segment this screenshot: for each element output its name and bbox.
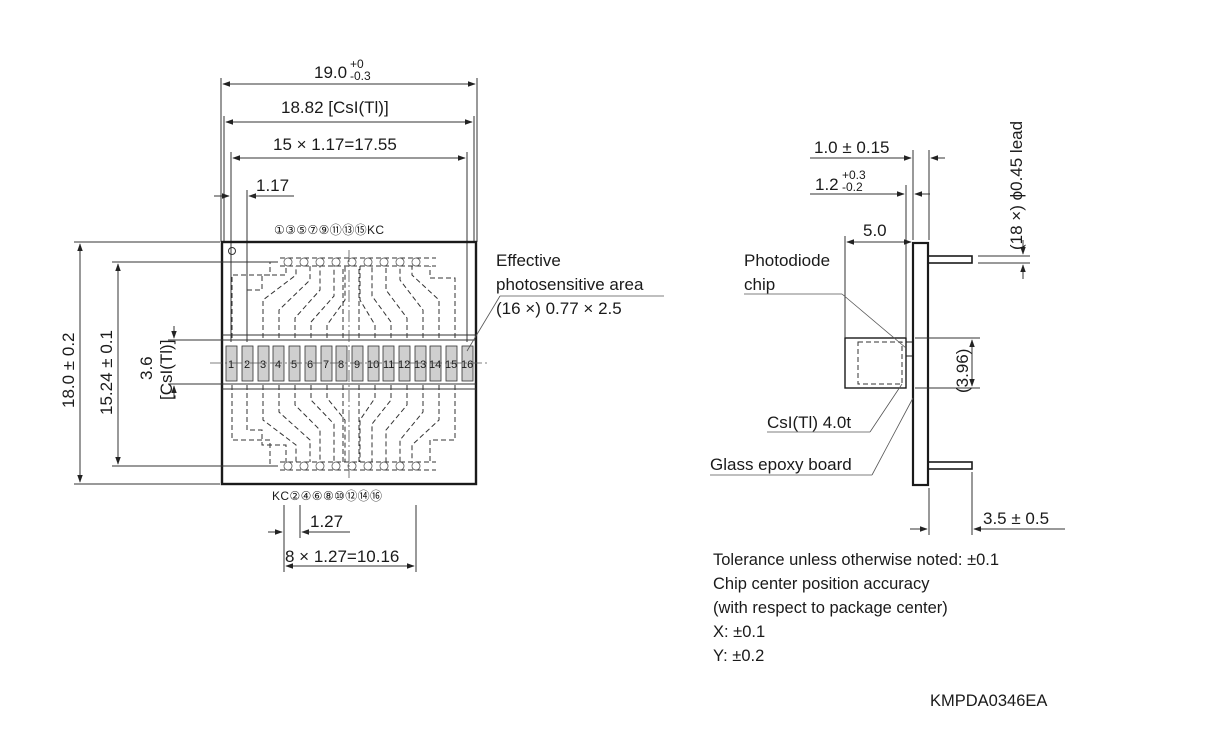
dim-lead-span: 15.24 ± 0.1 [97,261,278,467]
element-number: 14 [429,359,441,371]
element-number: 2 [244,359,250,371]
label-chip-line1: Photodiode [744,251,830,270]
note-line-1: Tolerance unless otherwise noted: ±0.1 [713,551,999,569]
dim-chip-tol-plus: +0.3 [842,168,866,182]
element-number: 5 [291,359,297,371]
dim-total-width-tol-minus: -0.3 [350,69,371,83]
element-number: 1 [228,359,234,371]
photodiode-chip [905,341,914,357]
top-pin-labels: ①③⑤⑦⑨⑪⑬⑮KC [274,223,384,237]
element-number: 9 [354,359,360,371]
dim-pitch: 1.17 [214,176,294,342]
photosensitive-elements [225,345,474,382]
effective-area-callout: Effective photosensitive area (16 ×) 0.7… [466,251,664,352]
label-board: Glass epoxy board [710,455,852,474]
dim-total-width-value: 19.0 [314,63,347,82]
tolerance-notes: Tolerance unless otherwise noted: ±0.1 C… [713,551,999,665]
note-line-5: Y: ±0.2 [713,647,764,665]
element-number: 16 [461,359,473,371]
dim-chip-tol-minus: -0.2 [842,180,863,194]
csi-hidden-edge [857,341,903,385]
element-number: 8 [338,359,344,371]
dim-lead-pitch-total-value: 8 × 1.27=10.16 [285,547,399,566]
glass-epoxy-board [911,241,930,487]
dim-csi-height: 3.6 [CsI(Tl)] [137,326,222,400]
dim-lead-length: 3.5 ± 0.5 [910,472,1065,535]
dim-chip-height-value: (3.96) [953,349,972,393]
csi-block [844,337,907,389]
element-numbers: 1 2 3 4 5 6 7 8 9 10 11 12 13 14 15 16 [228,359,473,371]
lead-bottom [927,461,973,470]
dim-chip: 1.2 +0.3 -0.2 [810,168,930,338]
dim-lead-pitch-total: 8 × 1.27=10.16 [285,505,417,572]
wiring-traces [231,262,456,466]
dim-height: 18.0 ± 0.2 [59,241,220,485]
element-number: 4 [275,359,281,371]
drawing-code: KMPDA0346EA [930,692,1047,710]
note-line-3: (with respect to package center) [713,599,948,617]
dim-csi-height-label: [CsI(Tl)] [157,340,176,400]
lead-top [927,255,973,264]
dim-pitch-value: 1.17 [256,176,289,195]
note-line-4: X: ±0.1 [713,623,765,641]
photodiode-chip-callout: Photodiode chip [744,251,907,349]
dim-csi-height-value: 3.6 [137,356,156,380]
element-number: 15 [445,359,457,371]
dim-board-value: 1.0 ± 0.15 [814,138,890,157]
dim-csi-width: 18.82 [CsI(Tl)] [223,98,475,242]
dim-lead-length-value: 3.5 ± 0.5 [983,509,1049,528]
dim-lead-span-value: 15.24 ± 0.1 [97,330,116,415]
dim-pitch-total: 15 × 1.17=17.55 [230,135,468,342]
side-view: 1.0 ± 0.15 1.2 +0.3 -0.2 (18 ×) ϕ0.45 le… [710,121,1065,535]
dim-total-width-tol-plus: +0 [350,57,364,71]
dim-chip-height: (3.96) [915,337,980,393]
dim-offset: 5.0 [844,221,912,338]
bottom-lead-pads [280,461,436,471]
dim-pitch-total-value: 15 × 1.17=17.55 [273,135,397,154]
dim-lead-diameter: (18 ×) ϕ0.45 lead [978,121,1030,279]
note-line-2: Chip center position accuracy [713,575,930,593]
label-chip-line2: chip [744,275,775,294]
element-number: 12 [398,359,410,371]
dim-offset-value: 5.0 [863,221,887,240]
area-label-line1: Effective [496,251,561,270]
element-number: 13 [414,359,426,371]
label-csi: CsI(Tl) 4.0t [767,413,851,432]
dim-total-width: 19.0 +0 -0.3 [220,57,478,242]
csi-callout: CsI(Tl) 4.0t [767,383,903,433]
dim-lead-pitch: 1.27 [268,505,350,572]
element-number: 6 [307,359,313,371]
board-callout: Glass epoxy board [710,397,914,476]
element-number: 10 [367,359,379,371]
dim-csi-width-value: 18.82 [CsI(Tl)] [281,98,389,117]
bottom-pin-labels: KC②④⑥⑧⑩⑫⑭⑯ [272,489,382,503]
dim-board: 1.0 ± 0.15 [810,138,945,240]
element-number: 3 [260,359,266,371]
dim-height-value: 18.0 ± 0.2 [59,333,78,409]
element-number: 11 [383,359,394,371]
element-number: 7 [323,359,329,371]
dim-lead-pitch-value: 1.27 [310,512,343,531]
area-label-line3: (16 ×) 0.77 × 2.5 [496,299,622,318]
area-label-line2: photosensitive area [496,275,644,294]
front-view: 19.0 +0 -0.3 18.82 [CsI(Tl)] 15 × 1.17=1… [59,57,664,572]
dim-chip-value: 1.2 [815,175,839,194]
index-mark [228,247,236,255]
top-lead-pads [280,257,436,267]
dim-lead-diameter-value: (18 ×) ϕ0.45 lead [1007,121,1026,250]
